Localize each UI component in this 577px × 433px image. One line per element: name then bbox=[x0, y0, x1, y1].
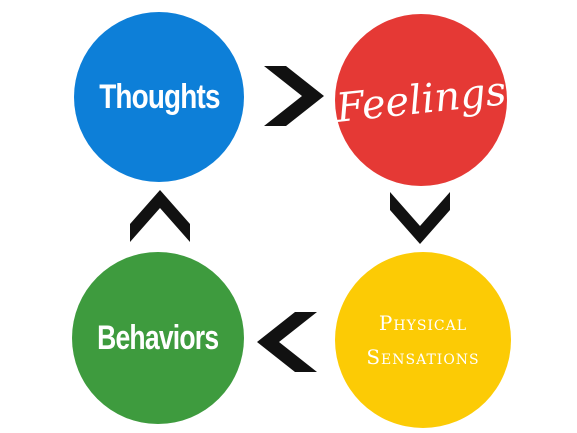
chevron-up-icon bbox=[130, 190, 190, 242]
behaviors-label: Behaviors bbox=[97, 318, 219, 357]
thoughts-node: Thoughts bbox=[74, 12, 244, 182]
physical-sensations-label: Physical Sensations bbox=[366, 306, 479, 374]
chevron-left-icon bbox=[257, 312, 317, 372]
behaviors-node: Behaviors bbox=[72, 252, 244, 424]
chevron-down-icon bbox=[390, 192, 450, 244]
feelings-node: Feelings bbox=[333, 14, 509, 186]
thoughts-label: Thoughts bbox=[98, 77, 220, 116]
physical-label-line1: Physical bbox=[378, 311, 468, 335]
feelings-label: Feelings bbox=[333, 68, 509, 132]
physical-label-line2: Sensations bbox=[366, 345, 480, 369]
physical-sensations-node: Physical Sensations bbox=[335, 252, 511, 428]
chevron-right-icon bbox=[264, 66, 324, 126]
